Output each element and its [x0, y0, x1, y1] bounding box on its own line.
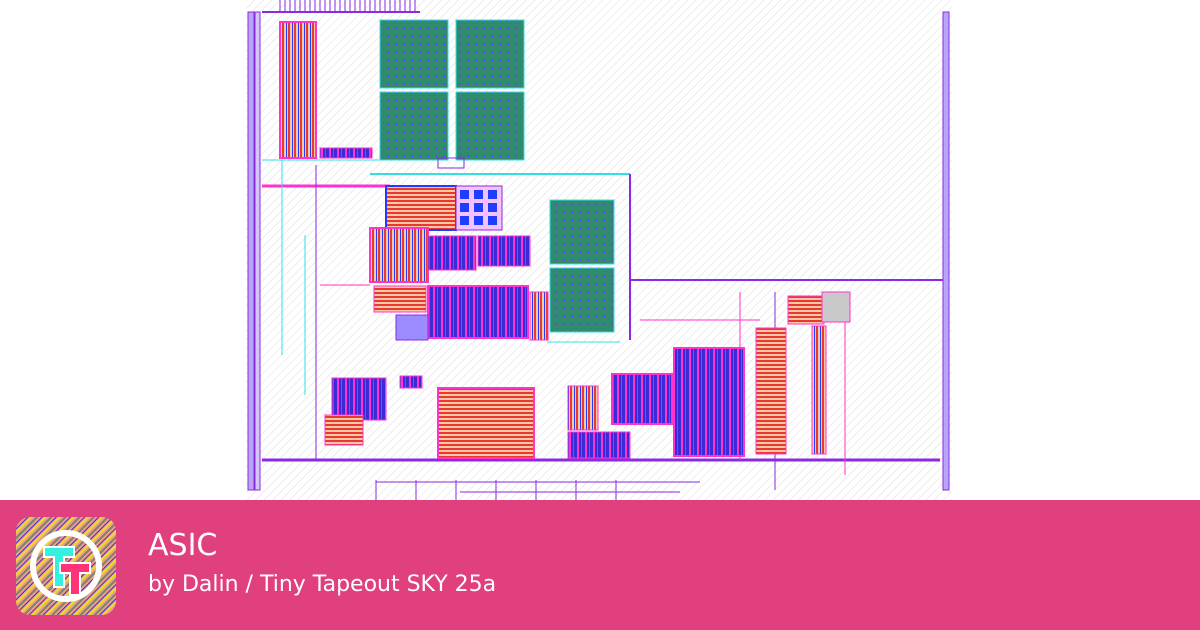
project-banner: ASIC by Dalin / Tiny Tapeout SKY 25a: [0, 500, 1200, 630]
layout-block: [821, 291, 851, 323]
transistor-array: [385, 185, 457, 231]
capacitor-array: [379, 19, 449, 89]
layout-block: [529, 291, 549, 341]
project-title: ASIC: [148, 528, 218, 563]
via: [474, 216, 483, 225]
layout-block: [395, 314, 429, 341]
via: [460, 190, 469, 199]
layout-block: [324, 414, 364, 446]
layout-shapes: [247, 0, 950, 500]
layout-block: [755, 327, 787, 455]
transistor-array: [369, 227, 429, 283]
chip-layout-view: [246, 0, 952, 500]
capacitor-array: [379, 91, 449, 161]
capacitor-array: [455, 91, 525, 161]
layout-block: [811, 325, 827, 455]
via: [474, 190, 483, 199]
power-rail: [254, 11, 261, 491]
via: [488, 203, 497, 212]
capacitor-array: [549, 199, 615, 265]
capacitor-array: [455, 19, 525, 89]
via: [474, 203, 483, 212]
layout-block: [319, 147, 373, 159]
layout-block: [787, 295, 825, 325]
layout-block: [477, 235, 531, 267]
project-subtitle: by Dalin / Tiny Tapeout SKY 25a: [148, 572, 497, 597]
via: [460, 203, 469, 212]
layout-block: [567, 385, 599, 431]
via: [488, 216, 497, 225]
layout-block: [427, 235, 477, 271]
layout-block: [437, 157, 465, 169]
transistor-array: [437, 387, 535, 459]
via: [488, 190, 497, 199]
power-rail: [247, 11, 255, 491]
layout-block: [399, 375, 423, 389]
tiny-tapeout-logo: [16, 517, 116, 615]
layout-block: [567, 431, 631, 459]
layout-block: [331, 377, 387, 421]
resistor-block: [279, 21, 317, 159]
capacitor-array: [549, 267, 615, 333]
layout-block: [611, 373, 673, 425]
transistor-array: [427, 285, 529, 339]
layout-block: [373, 285, 427, 313]
power-rail: [942, 11, 950, 491]
via: [460, 216, 469, 225]
transistor-array: [673, 347, 745, 457]
